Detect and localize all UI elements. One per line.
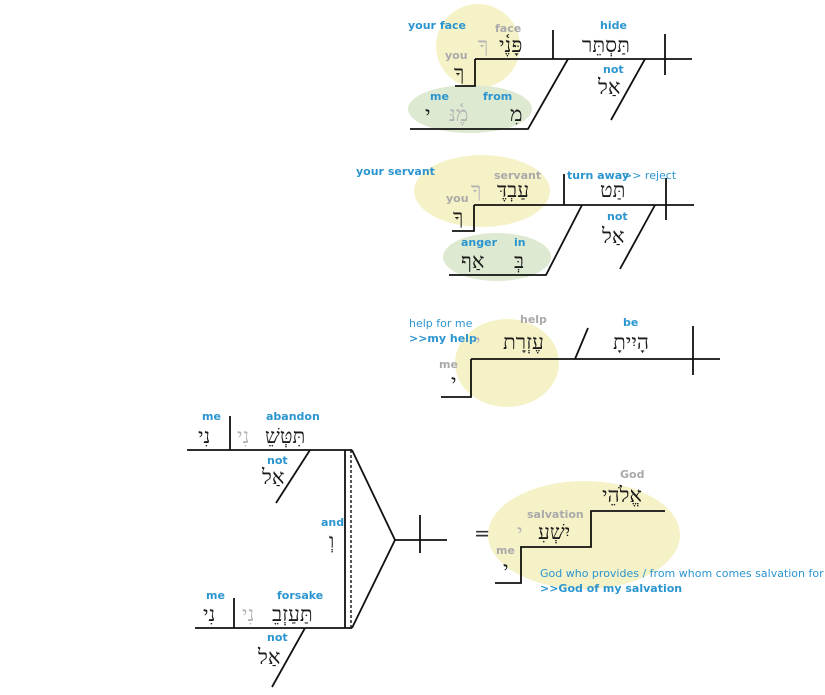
prep-slant-2 xyxy=(449,204,583,276)
heb-god: אֱלֹהֵי xyxy=(602,483,642,507)
gloss-you-1: you xyxy=(445,49,468,62)
heb-you-1: ךָ xyxy=(454,61,464,85)
highlight-god-of-salvation xyxy=(488,481,680,589)
gloss-your-servant: your servant xyxy=(356,165,435,178)
heb-servant: עַבְדֶּ xyxy=(497,178,529,202)
heb-not-abandon: אַל xyxy=(261,465,284,489)
heb-me-salvation: י xyxy=(503,557,509,581)
heb-be: הָיִיתָ xyxy=(613,330,649,354)
highlight-in-anger xyxy=(443,233,551,281)
heb-abandon-suffix: נִי xyxy=(237,424,249,448)
heb-me-abandon: נִי xyxy=(198,424,210,448)
gloss-you-2: you xyxy=(446,192,469,205)
highlight-from-me xyxy=(408,85,532,133)
gloss-from: from xyxy=(483,90,512,103)
possessor-step-2 xyxy=(452,205,475,232)
gloss-god-of-my-salvation: >>God of my salvation xyxy=(540,582,682,595)
equals-sign: = xyxy=(474,521,491,545)
heb-forsake: תַּעַזְבֵ xyxy=(272,602,313,626)
gloss-not-forsake: not xyxy=(267,631,288,644)
gloss-me-forsake: me xyxy=(206,589,225,602)
heb-me-1: י xyxy=(425,102,431,126)
heb-salvation-suffix: י xyxy=(517,520,523,544)
gloss-be: be xyxy=(623,316,638,329)
heb-help-suffix: י xyxy=(475,330,481,354)
gloss-me-salvation: me xyxy=(496,544,515,557)
heb-from-prefix: מִ xyxy=(510,102,522,126)
gloss-god-note: God who provides / from whom comes salva… xyxy=(540,567,825,580)
heb-me-forsake: נִי xyxy=(203,602,215,626)
god-possessor-steps xyxy=(495,510,665,584)
not-slant-abandon xyxy=(275,449,311,504)
heb-help: עֶזְרָת xyxy=(503,330,544,354)
highlight-your-servant xyxy=(414,155,550,227)
gloss-god: God xyxy=(620,468,644,481)
possessor-step-1 xyxy=(455,59,476,87)
gloss-in: in xyxy=(514,236,526,249)
possessor-step-3 xyxy=(441,359,472,398)
not-slant-forsake xyxy=(271,627,306,688)
complement-slash-3 xyxy=(574,327,589,360)
gloss-not-2: not xyxy=(607,210,628,223)
heb-not-2: אַל xyxy=(601,224,624,248)
gloss-me-3: me xyxy=(439,358,458,371)
heb-face: פָּנֶ֫י xyxy=(499,33,522,57)
heb-not-1: אַל xyxy=(597,75,620,99)
heb-forsake-suffix: נִי xyxy=(242,602,254,626)
gloss-me-1: me xyxy=(430,90,449,103)
not-slant-2 xyxy=(619,204,656,270)
gloss-forsake: forsake xyxy=(277,589,323,602)
heb-turn-away: תַּט xyxy=(600,178,626,202)
heb-and: וְ xyxy=(329,529,334,553)
gloss-help: help xyxy=(520,313,547,326)
heb-abandon: תִּטְּשֵׁ xyxy=(265,424,305,448)
gloss-not-1: not xyxy=(603,63,624,76)
gloss-face: face xyxy=(495,22,521,35)
prep-slant-1 xyxy=(410,58,569,130)
heb-me-3: י xyxy=(451,370,457,394)
gloss-me-abandon: me xyxy=(202,410,221,423)
heb-anger: אַף xyxy=(461,249,484,273)
heb-from: מֶ֫נּ xyxy=(449,102,468,126)
heb-hide: תַּסְתֵּר xyxy=(582,33,630,57)
gloss-and: and xyxy=(321,516,344,529)
gloss-my-help: >>my help xyxy=(409,332,477,345)
heb-servant-suffix: ךָ xyxy=(471,178,481,202)
heb-you-2: ךָ xyxy=(453,205,463,229)
gloss-salvation: salvation xyxy=(527,508,584,521)
gloss-anger: anger xyxy=(461,236,498,249)
gloss-help-for-me: help for me xyxy=(409,317,473,330)
highlight-your-face xyxy=(436,4,520,88)
gloss-not-abandon: not xyxy=(267,454,288,467)
gloss-your-face: your face xyxy=(408,19,466,32)
gloss-reject: >> reject xyxy=(623,169,677,182)
compound-fork xyxy=(351,449,396,629)
highlight-my-help xyxy=(455,319,559,407)
heb-not-forsake: אַל xyxy=(257,645,280,669)
heb-in: בְּ xyxy=(514,249,524,273)
gloss-servant: servant xyxy=(494,169,541,182)
heb-face-suffix: ךָ xyxy=(478,33,488,57)
heb-salvation: יִשְׁעִ xyxy=(538,520,570,544)
gloss-turn-away: turn away xyxy=(567,169,629,182)
gloss-abandon: abandon xyxy=(266,410,320,423)
gloss-hide: hide xyxy=(600,19,627,32)
not-slant-1 xyxy=(610,58,646,121)
